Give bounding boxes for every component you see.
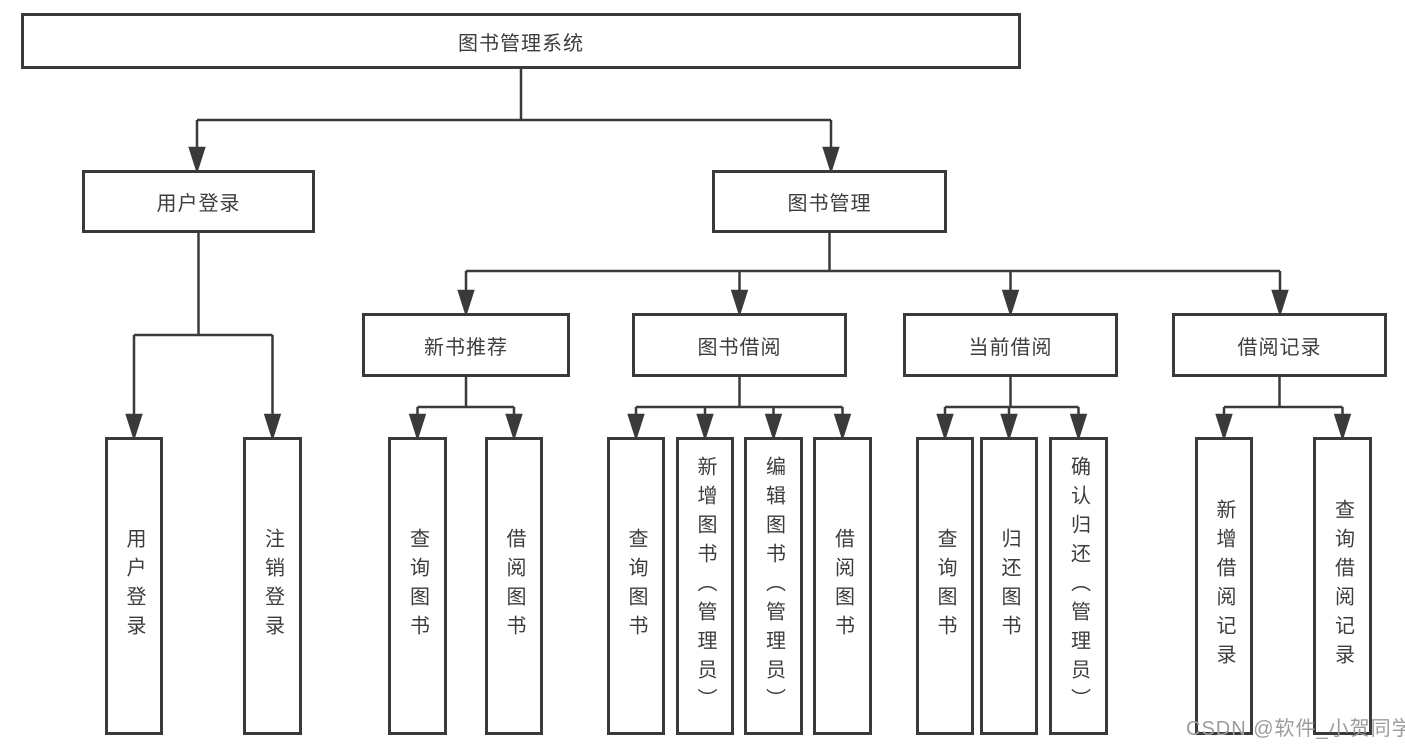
node-borrow-records: 借阅记录 <box>1172 313 1387 377</box>
node-user-login: 用户登录 <box>82 170 315 233</box>
node-current-borrow: 当前借阅 <box>903 313 1118 377</box>
leaf-query-borrow-record: 查询借阅记录 <box>1313 437 1372 735</box>
leaf-query-books-borrow: 查询图书 <box>607 437 665 735</box>
leaf-add-borrow-record: 新增借阅记录 <box>1195 437 1253 735</box>
connector-user-login <box>125 233 282 442</box>
leaf-borrow-books-label: 借阅图书 <box>831 528 854 644</box>
leaf-add-borrow-record-label: 新增借阅记录 <box>1213 499 1235 673</box>
connector-borrow-records <box>1215 377 1352 442</box>
leaf-query-books-recommend: 查询图书 <box>388 437 447 735</box>
node-book-borrow: 图书借阅 <box>632 313 847 377</box>
leaf-user-login: 用户登录 <box>105 437 163 735</box>
leaf-query-books-current: 查询图书 <box>916 437 974 735</box>
leaf-query-books-current-label: 查询图书 <box>934 528 956 644</box>
leaf-logout-login-label: 注销登录 <box>261 528 284 644</box>
connector-book-management <box>457 233 1289 318</box>
leaf-confirm-return-admin-label: 确认归还（管理员） <box>1067 455 1090 717</box>
leaf-return-books-label: 归还图书 <box>998 528 1020 644</box>
leaf-return-books: 归还图书 <box>980 437 1038 735</box>
leaf-borrow-books-recommend-label: 借阅图书 <box>503 528 525 644</box>
leaf-confirm-return-admin: 确认归还（管理员） <box>1049 437 1108 735</box>
node-book-management: 图书管理 <box>712 170 947 233</box>
leaf-edit-books-admin-label: 编辑图书（管理员） <box>762 455 785 717</box>
node-new-book-recommend: 新书推荐 <box>362 313 570 377</box>
leaf-edit-books-admin: 编辑图书（管理员） <box>744 437 803 735</box>
connector-current-borrow <box>936 377 1088 442</box>
leaf-query-books-borrow-label: 查询图书 <box>625 528 647 644</box>
leaf-user-login-label: 用户登录 <box>123 528 145 644</box>
leaf-add-books-admin-label: 新增图书（管理员） <box>694 455 716 717</box>
csdn-watermark: CSDN @软件_小贺同学 <box>1186 718 1405 740</box>
node-library-management-system: 图书管理系统 <box>21 13 1021 69</box>
connector-new-book-recommend <box>408 377 523 442</box>
leaf-query-borrow-record-label: 查询借阅记录 <box>1331 499 1354 673</box>
leaf-borrow-books-recommend: 借阅图书 <box>485 437 543 735</box>
leaf-add-books-admin: 新增图书（管理员） <box>676 437 734 735</box>
connector-root <box>188 69 840 175</box>
leaf-logout-login: 注销登录 <box>243 437 302 735</box>
leaf-query-books-recommend-label: 查询图书 <box>406 528 429 644</box>
leaf-borrow-books: 借阅图书 <box>813 437 872 735</box>
connector-book-borrow <box>627 377 852 442</box>
